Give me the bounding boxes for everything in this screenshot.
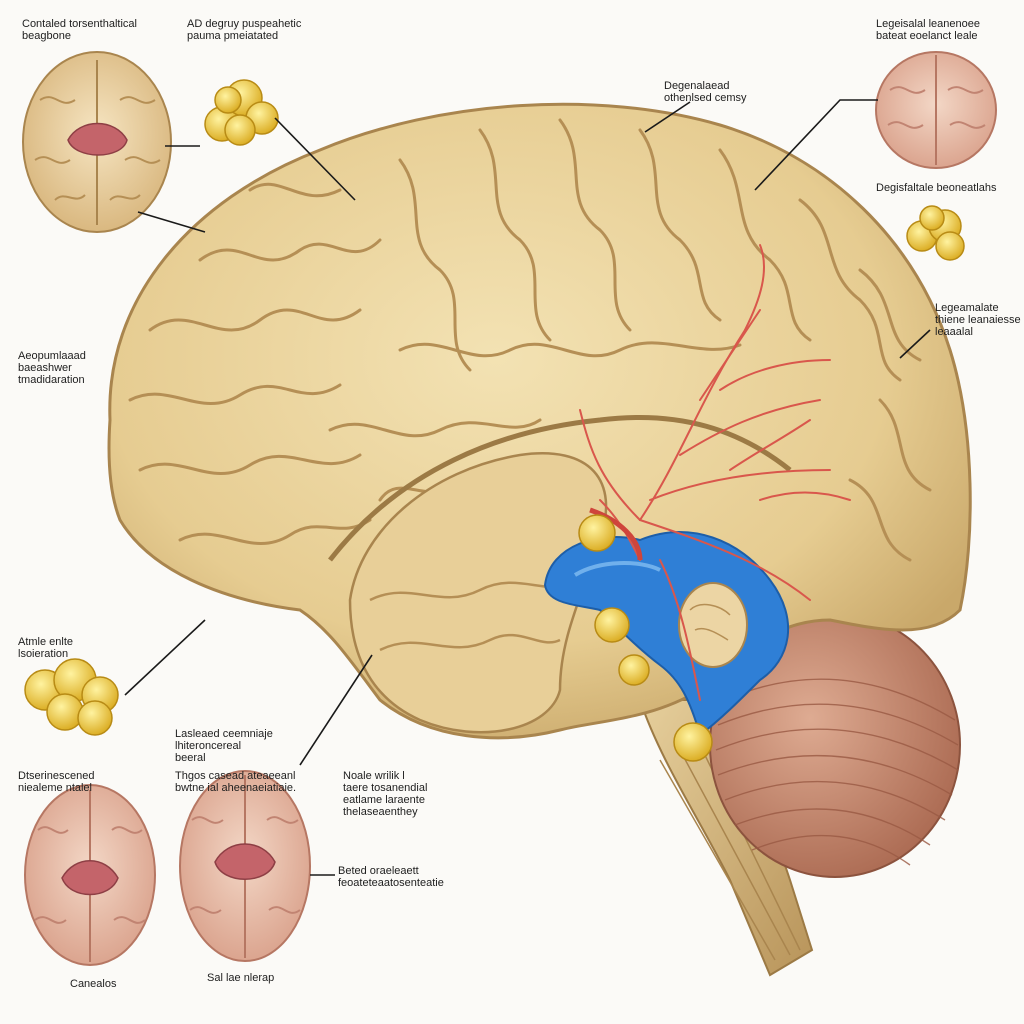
label-left-mid: Aeopumlaaad baeashwer tmadidaration — [18, 350, 86, 386]
cortical-sulci — [128, 118, 932, 692]
caption-mid: Sal lae nlerap — [207, 972, 275, 984]
yellow-cluster-left — [24, 658, 119, 736]
nucleus — [594, 607, 630, 643]
yellow-cluster-top — [204, 79, 279, 146]
nucleus — [578, 514, 616, 552]
slice-bottom-left — [24, 784, 156, 966]
label-bottom-mid-a: Lasleaed ceemniaje lhiteroncereal beeral — [175, 728, 273, 764]
cerebellum-folia — [715, 678, 959, 866]
nucleus — [673, 722, 713, 762]
label-top-left: Contaled torsenthaltical beagbone — [22, 18, 137, 42]
label-bottom-left-title: Dtserinescened niealeme ntalel — [18, 770, 95, 794]
slice-top-left — [22, 51, 172, 233]
label-bottom-center: Noale wrilik l taere tosanendial eatlame… — [343, 770, 428, 818]
label-top-center: Degenalaead othenlsed cemsy — [664, 80, 747, 104]
label-top-mid: AD degruy puspeahetic pauma pmeiatated — [187, 18, 302, 42]
nucleus — [618, 654, 650, 686]
lateral-sulcus — [328, 415, 792, 562]
label-top-right: Legeisalal leanenoee bateat eoelanct lea… — [876, 18, 980, 42]
slice-top-right — [875, 51, 997, 169]
label-left-lower: Atmle enlte lsoieration — [18, 636, 74, 660]
slice-bottom-center — [179, 770, 311, 962]
label-right-lower: Legeamalate thiene leanaiesse leaaalal — [935, 302, 1021, 338]
caption-left: Canealos — [70, 978, 117, 990]
yellow-cluster-right — [906, 205, 965, 261]
label-bottom-right: Beted oraeleaett feoateteaatosenteatie — [338, 865, 444, 889]
thalamus — [678, 582, 748, 668]
label-bottom-mid-b: Thgos casead ateaeeanl bwtne ial aheenae… — [175, 770, 297, 794]
label-right-mid: Degisfaltale beoneatlahs — [876, 182, 997, 194]
leader-lines — [124, 99, 931, 876]
